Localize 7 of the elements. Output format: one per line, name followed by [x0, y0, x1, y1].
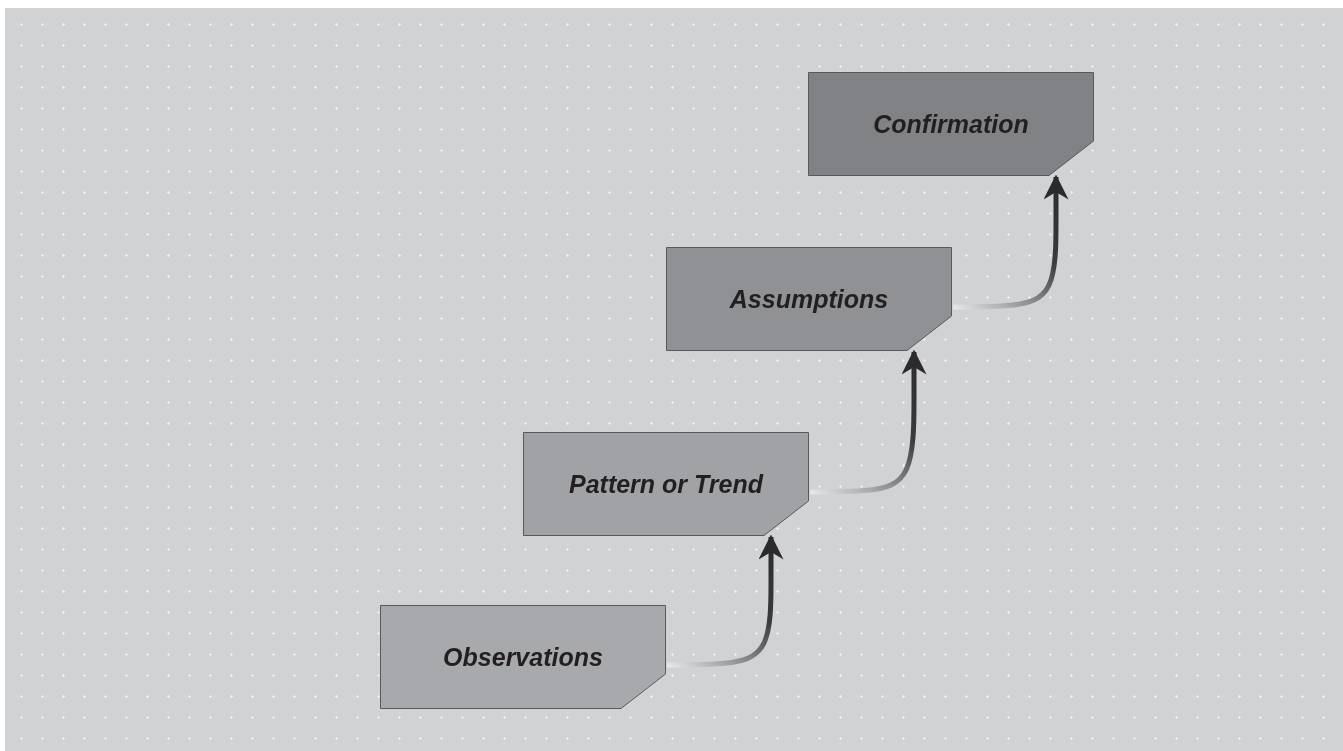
- step-label: Observations: [443, 642, 603, 672]
- step-label: Confirmation: [873, 109, 1029, 139]
- curved-arrow: [953, 174, 1069, 310]
- curved-arrow: [810, 349, 927, 495]
- curved-arrow: [667, 534, 784, 668]
- step-label: Pattern or Trend: [569, 469, 763, 499]
- step-label: Assumptions: [729, 284, 889, 314]
